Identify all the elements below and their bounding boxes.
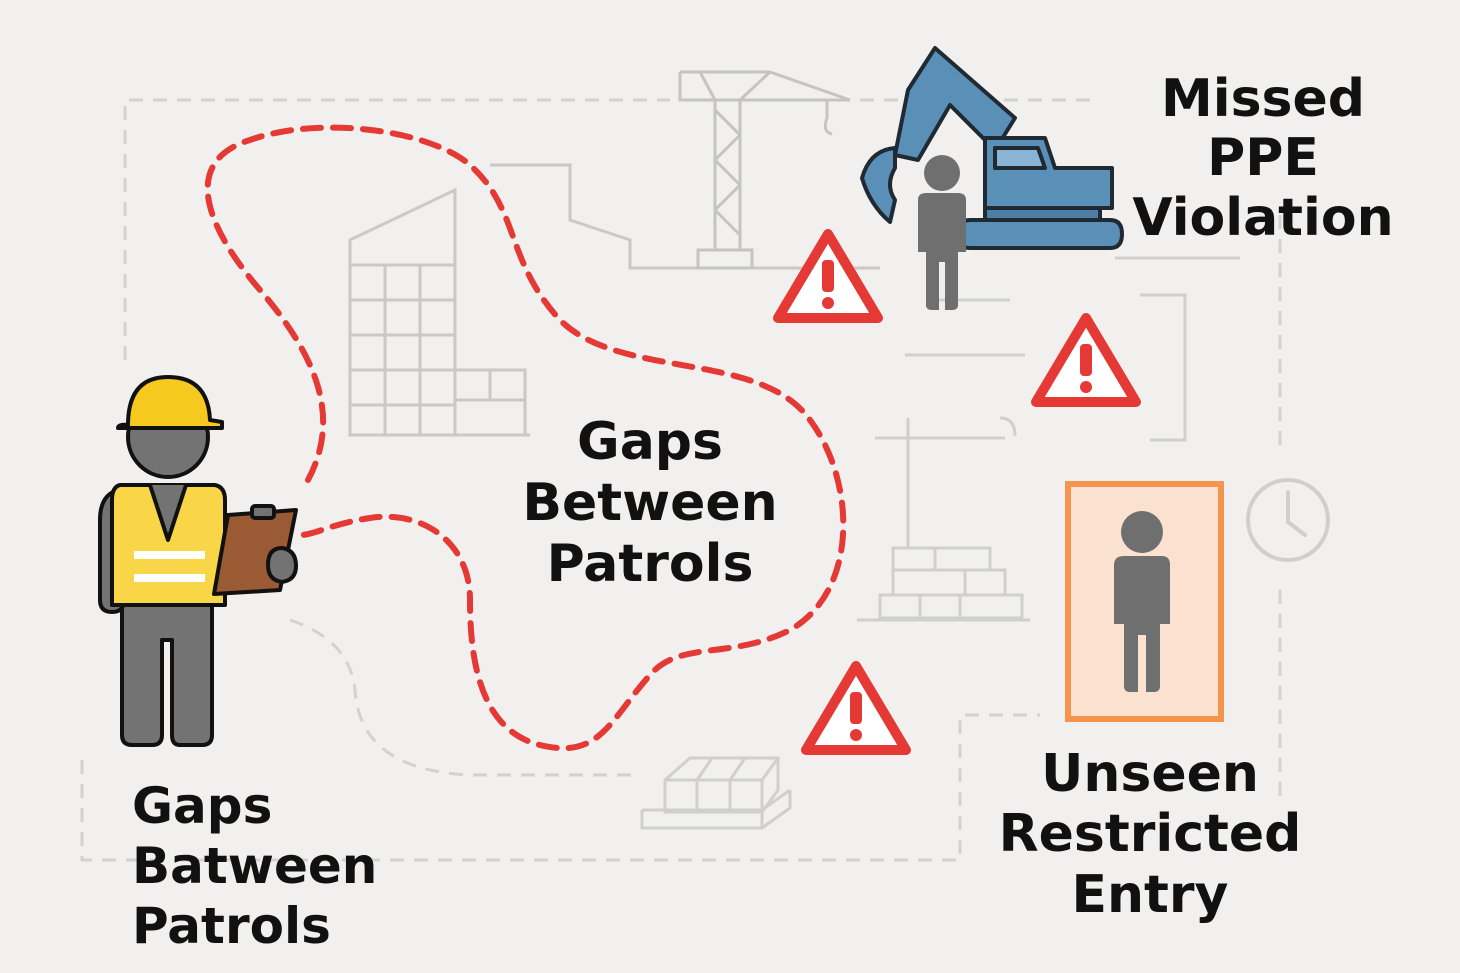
excavator-icon <box>860 46 1124 250</box>
guard-with-clipboard-icon <box>98 375 298 747</box>
crane-icon <box>678 70 851 270</box>
worker-without-ppe <box>918 155 966 310</box>
warning-triangle-icon <box>801 661 911 755</box>
site-boundary-lines <box>80 98 1282 862</box>
missed-ppe-violation-label: Missed PPE Violation <box>1132 69 1394 248</box>
restricted-zone <box>1065 481 1224 722</box>
scaffold-icon <box>878 418 1024 620</box>
building-icon <box>348 163 880 437</box>
brick-pallet-icon <box>640 756 792 830</box>
warning-triangle-icon <box>1031 313 1141 407</box>
clock-icon <box>1246 478 1330 562</box>
unseen-restricted-entry-label: Unseen Restricted Entry <box>998 744 1302 925</box>
person-icon <box>1114 511 1170 692</box>
gaps-between-patrols-center-label: Gaps Between Patrols <box>522 412 778 594</box>
patrol-path <box>204 124 847 752</box>
warning-triangle-icon <box>773 229 883 323</box>
gaps-between-patrols-left-label: Gaps Batween Patrols <box>132 777 378 955</box>
